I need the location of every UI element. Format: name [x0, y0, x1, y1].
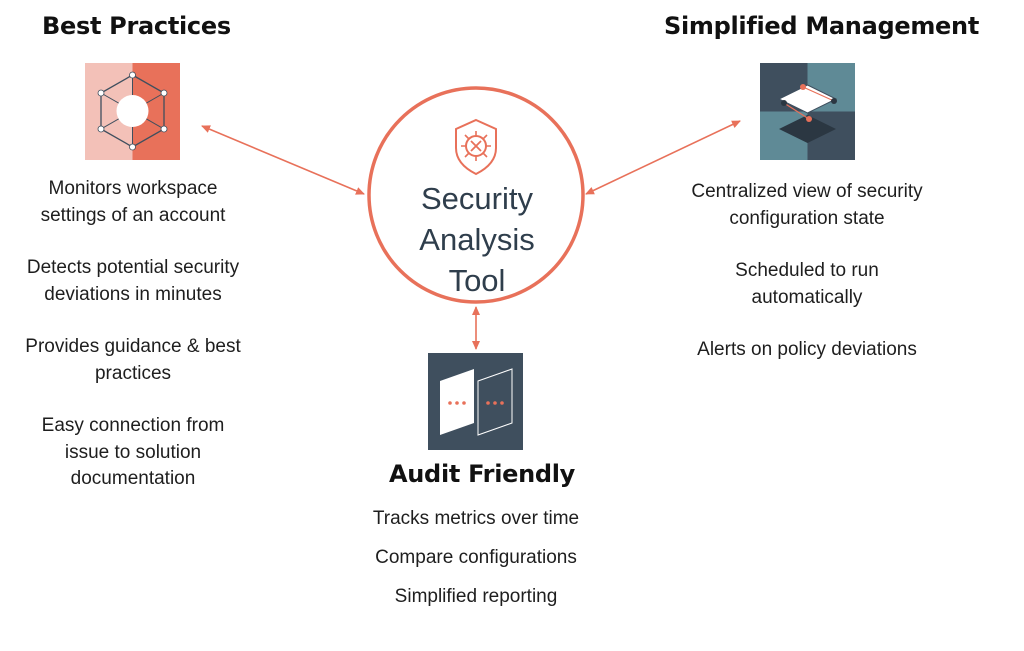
best-practices-item: Monitors workspace settings of an accoun…	[40, 178, 226, 226]
audit-friendly-item: Compare configurations	[375, 547, 577, 568]
best-practices-item: Easy connection from issue to solution d…	[41, 415, 225, 489]
audit-friendly-item: Simplified reporting	[394, 586, 558, 607]
center-circle	[367, 86, 585, 304]
audit-friendly-title: Audit Friendly	[389, 460, 576, 488]
cube-network-icon	[85, 63, 180, 160]
simplified-management-list: Centralized view of security configurati…	[690, 179, 924, 390]
arrow-center-to-simplified-management	[585, 120, 741, 195]
best-practices-item: Provides guidance & best practices	[25, 336, 241, 384]
compare-panels-icon	[428, 353, 523, 450]
audit-friendly-item: Tracks metrics over time	[372, 508, 580, 529]
simplified-management-title: Simplified Management	[664, 12, 979, 40]
audit-friendly-list: Tracks metrics over time Compare configu…	[345, 505, 607, 622]
simplified-management-item: Scheduled to run automatically	[735, 260, 879, 308]
best-practices-item: Detects potential security deviations in…	[26, 257, 240, 305]
simplified-management-item: Alerts on policy deviations	[697, 339, 917, 360]
center-title: Security Analysis Tool	[419, 181, 535, 298]
layered-diamond-icon	[760, 63, 855, 160]
simplified-management-item: Centralized view of security configurati…	[691, 181, 923, 229]
best-practices-title: Best Practices	[42, 12, 231, 40]
best-practices-list: Monitors workspace settings of an accoun…	[22, 176, 244, 519]
arrow-center-to-best-practices	[201, 125, 365, 195]
shield-bug-icon	[455, 118, 497, 176]
